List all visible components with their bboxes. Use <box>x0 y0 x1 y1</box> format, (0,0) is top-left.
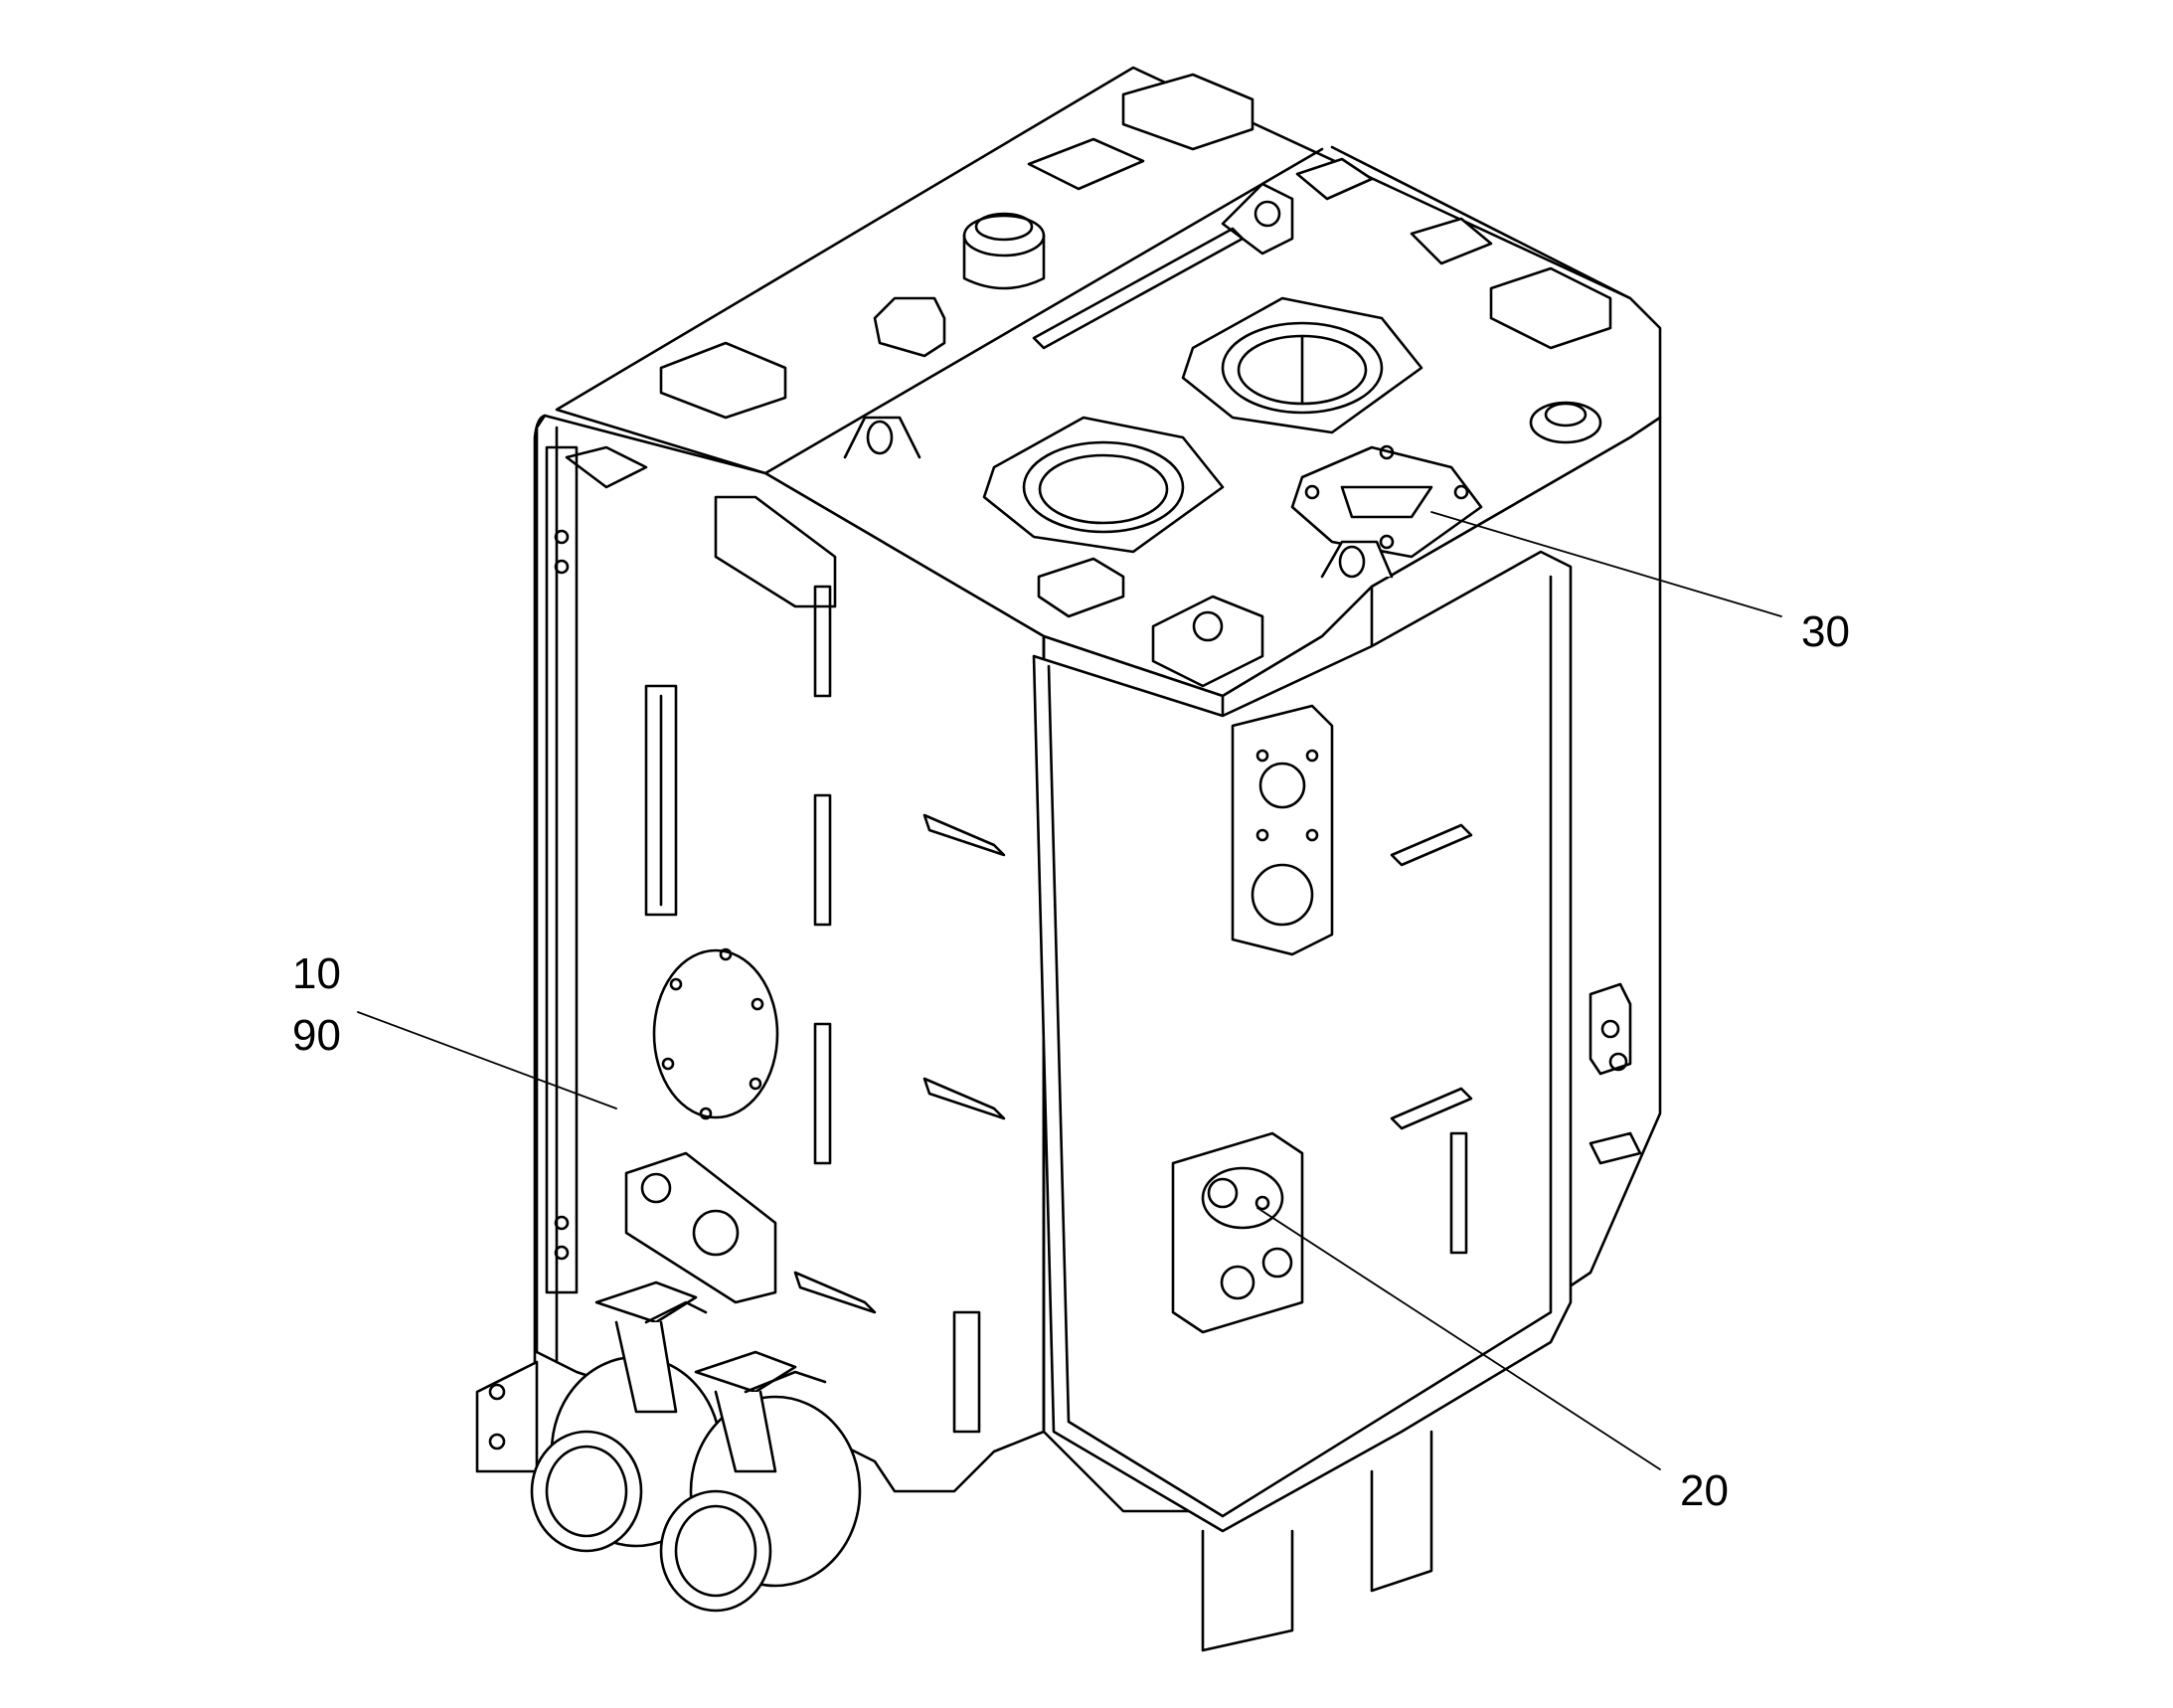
tab-3 <box>793 1271 877 1314</box>
round-cap-right-inner <box>1544 402 1588 427</box>
tab-1 <box>922 813 1006 857</box>
front-column <box>1032 550 1573 1652</box>
top-plate-1 <box>1027 137 1145 191</box>
slot-1 <box>813 793 832 927</box>
valve-left <box>530 1281 723 1553</box>
side-mount-hole <box>488 1383 506 1401</box>
top-block-2 <box>1489 266 1612 350</box>
lifting-lug-right-hole <box>1338 545 1366 579</box>
left-edge <box>533 414 547 1374</box>
lifting-lug-left-hole <box>866 420 894 455</box>
mounting-plate-lower <box>624 1151 777 1304</box>
top-valve-port <box>1192 610 1224 642</box>
slot-2 <box>813 1022 832 1165</box>
side-mount-hole <box>488 1433 506 1451</box>
port-plate-upper <box>1231 704 1334 956</box>
leader-30 <box>1430 511 1782 617</box>
top-ridge <box>763 147 1324 475</box>
lifting-lug-right <box>1320 540 1394 579</box>
top-plate-3 <box>1410 217 1493 265</box>
base-block-right <box>1370 1430 1433 1593</box>
tab-4 <box>1390 823 1473 867</box>
round-cap-right <box>1529 401 1602 444</box>
bracket-upper <box>714 495 837 608</box>
top-block-4 <box>1037 557 1125 618</box>
base-block-left <box>1201 1529 1294 1652</box>
cap-body <box>962 234 1046 290</box>
right-mount <box>1588 982 1632 1076</box>
lifting-lug-left <box>843 416 921 459</box>
callout-30: 30 <box>1801 607 1850 656</box>
top-plate-2 <box>1295 157 1374 201</box>
top-ridge-right <box>1330 145 1632 300</box>
leader-lines <box>357 511 1782 1470</box>
tab-5 <box>1390 1087 1473 1130</box>
right-pin <box>1588 1131 1642 1165</box>
flange-left <box>982 416 1225 554</box>
leader-20 <box>1256 1207 1661 1470</box>
bolt <box>554 1245 570 1261</box>
top-block-3 <box>659 341 787 420</box>
bolt <box>554 559 570 575</box>
cap-inner <box>974 212 1034 242</box>
right-mount-hole <box>1600 1019 1620 1039</box>
top-corner-tab <box>565 445 648 489</box>
sensor-connector <box>873 296 946 358</box>
callout-90: 90 <box>292 1011 341 1060</box>
valve-right <box>659 1350 862 1613</box>
right-mount-hole <box>1608 1052 1628 1072</box>
callout-20: 20 <box>1680 1466 1729 1515</box>
top-features <box>659 73 1612 688</box>
port-plate-lower <box>1171 1131 1304 1334</box>
cover-plate <box>652 947 779 1120</box>
left-bracket-strip <box>545 445 579 1294</box>
slot-3 <box>813 585 832 698</box>
lifting-lug-hole <box>1254 200 1281 228</box>
front-column-features <box>1171 704 1642 1334</box>
bolt <box>554 1215 570 1231</box>
bolt <box>554 529 570 545</box>
small-bar <box>952 1310 981 1434</box>
butterfly-valves <box>530 1281 862 1613</box>
breather-valve <box>1290 444 1483 559</box>
side-mount <box>475 1360 539 1473</box>
leader-10-90 <box>357 1011 617 1110</box>
slot-4 <box>1449 1131 1468 1255</box>
flange-right <box>1181 296 1423 434</box>
left-face-features <box>475 445 1006 1473</box>
cap-top <box>962 214 1046 257</box>
top-block-1 <box>1121 73 1254 151</box>
top-rail <box>1032 227 1245 350</box>
tab-2 <box>922 1077 1006 1120</box>
callout-10: 10 <box>292 949 341 998</box>
